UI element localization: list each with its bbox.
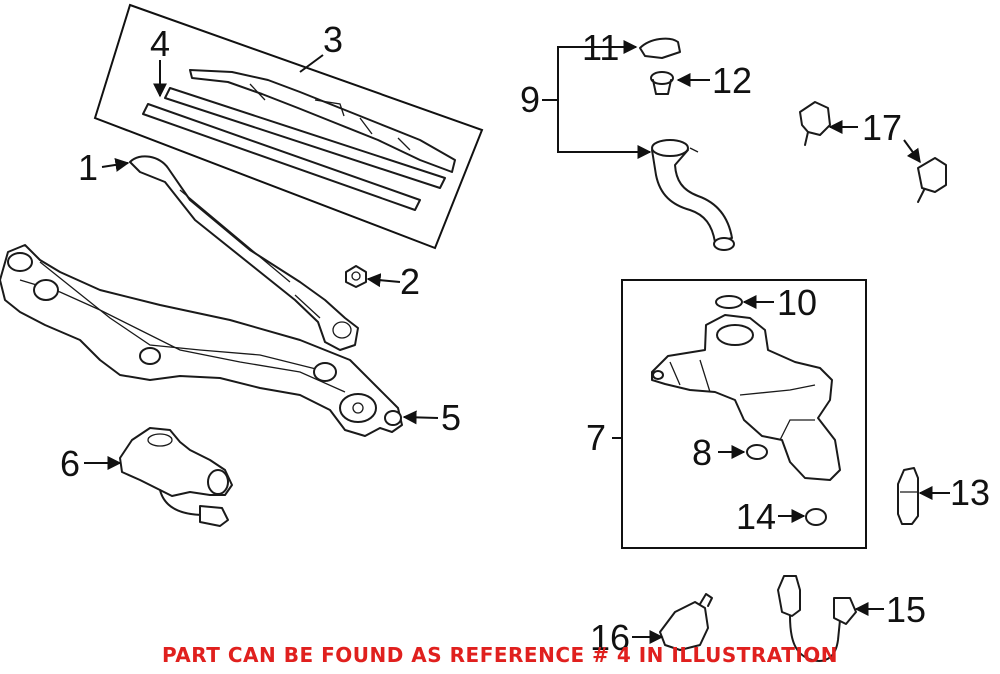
washer-nozzle bbox=[799, 101, 947, 203]
callout-13: 13 bbox=[950, 472, 990, 513]
callout-7: 7 bbox=[586, 417, 606, 458]
wiper-blade bbox=[142, 69, 456, 211]
callout-3: 3 bbox=[323, 19, 343, 60]
callout-10: 10 bbox=[777, 282, 817, 323]
grommet-8 bbox=[746, 444, 768, 460]
callout-12: 12 bbox=[712, 60, 752, 101]
callout-15: 15 bbox=[886, 589, 926, 630]
filler-cap bbox=[639, 37, 681, 59]
callout-14: 14 bbox=[736, 496, 776, 537]
filler-neck bbox=[651, 139, 735, 251]
wiper-linkage bbox=[0, 244, 403, 437]
blade-assembly-box bbox=[93, 3, 484, 250]
callout-8: 8 bbox=[692, 432, 712, 473]
callout-9: 9 bbox=[520, 79, 540, 120]
callout-17: 17 bbox=[862, 107, 902, 148]
callout-6: 6 bbox=[60, 443, 80, 484]
level-sensor bbox=[897, 467, 919, 525]
grommet-14 bbox=[805, 508, 827, 526]
callout-4: 4 bbox=[150, 23, 170, 64]
wiper-motor bbox=[119, 427, 233, 527]
callout-2: 2 bbox=[400, 261, 420, 302]
seal-10 bbox=[715, 295, 743, 309]
washer-hose bbox=[777, 575, 857, 662]
group-bracket-9 bbox=[557, 46, 579, 153]
nut bbox=[345, 265, 367, 288]
reference-note: PART CAN BE FOUND AS REFERENCE # 4 IN IL… bbox=[161, 643, 839, 667]
callout-16: 16 bbox=[590, 617, 630, 658]
filler-ring bbox=[650, 71, 674, 95]
callout-5: 5 bbox=[441, 397, 461, 438]
washer-pump bbox=[659, 593, 713, 651]
washer-reservoir bbox=[651, 314, 841, 481]
reservoir-box bbox=[621, 279, 867, 549]
callout-1: 1 bbox=[78, 147, 98, 188]
wiper-arm bbox=[129, 155, 359, 351]
callout-11: 11 bbox=[582, 27, 619, 68]
